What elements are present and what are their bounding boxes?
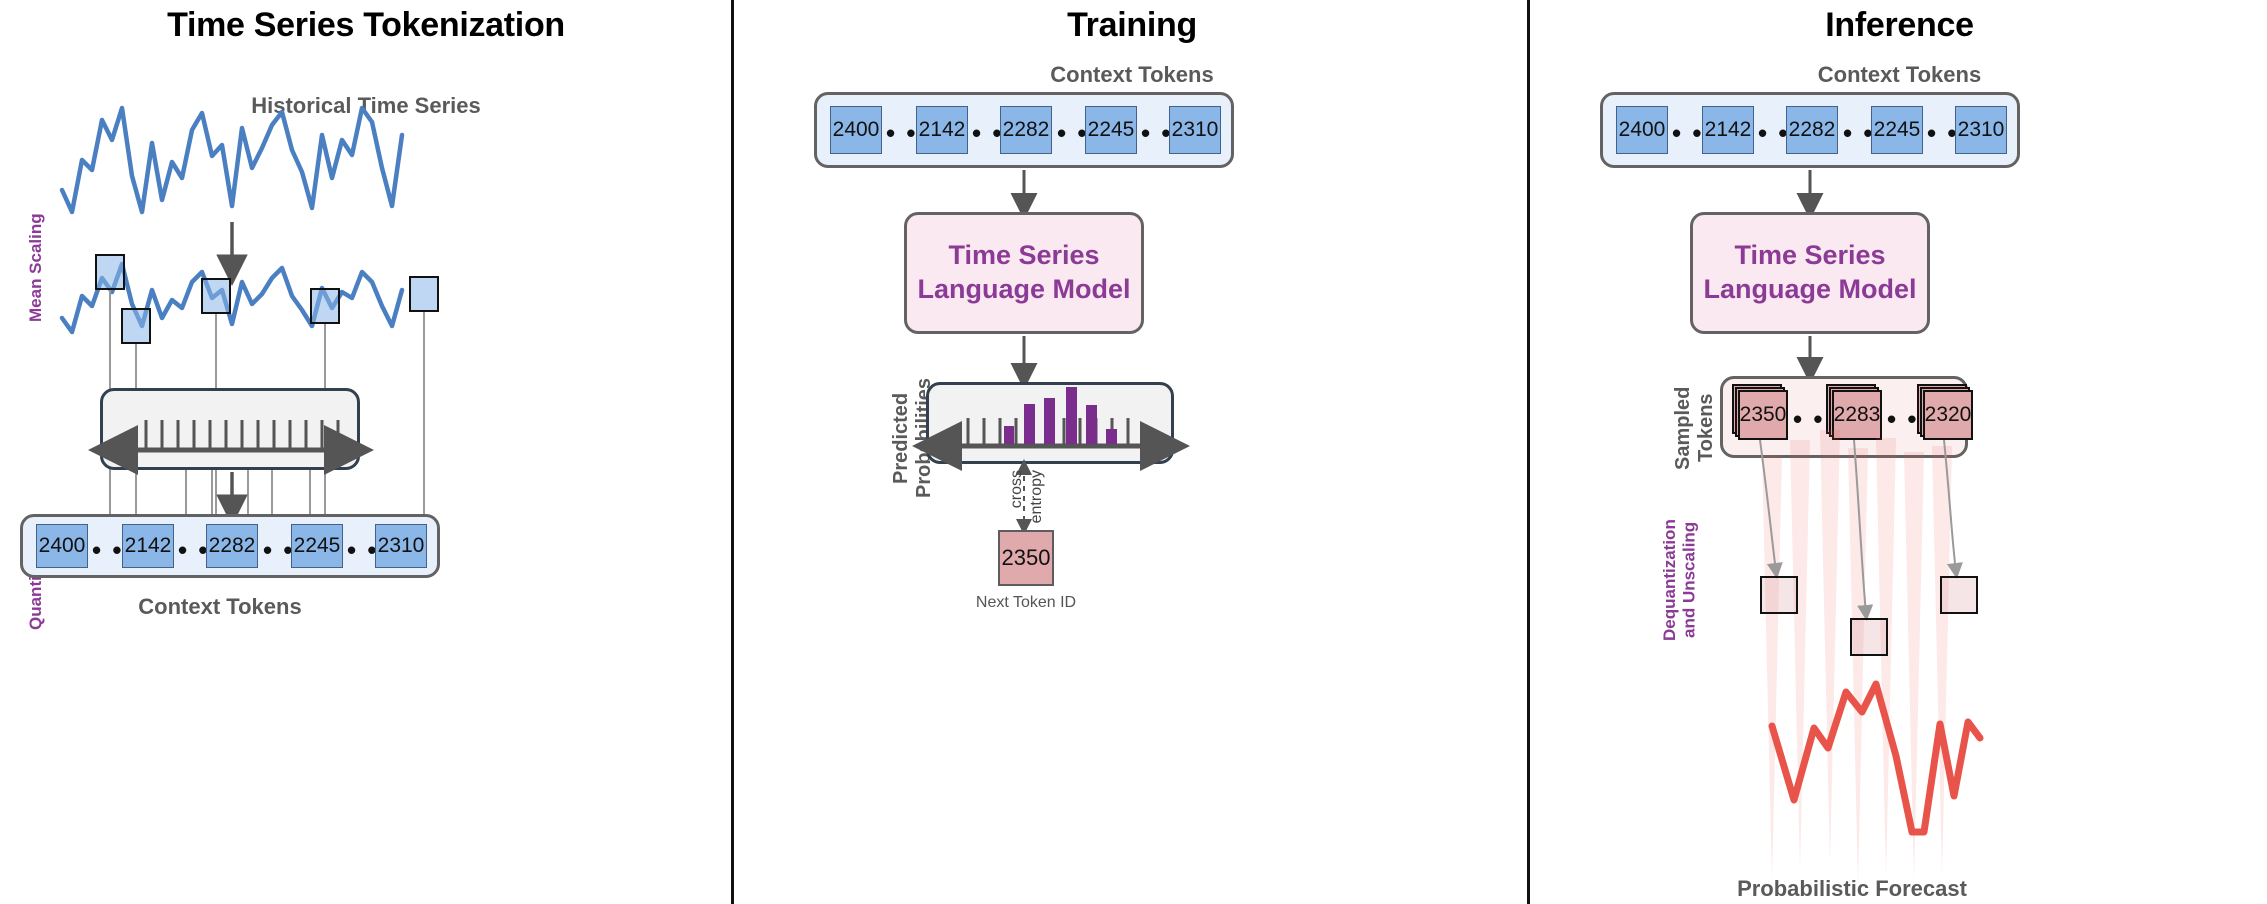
token-box: 2245 [1871, 106, 1923, 154]
time-series-language-model-training: Time Series Language Model [904, 212, 1144, 334]
dequantized-point-1 [1760, 576, 1798, 614]
context-tokens-caption-inference: Context Tokens [1817, 62, 1982, 87]
panel-inference: Inference Context Tokens 2400 • • • 2142… [1532, 0, 2267, 904]
token-box: 2400 [830, 106, 882, 154]
next-token-id-caption: Next Token ID [975, 594, 1077, 611]
panel-divider-1 [731, 0, 734, 904]
arrow-model-to-sampled [1796, 336, 1824, 384]
token-box: 2245 [291, 524, 343, 568]
token-box: 2282 [1000, 106, 1052, 154]
historical-series-chart [59, 105, 405, 215]
token-box: 2142 [1702, 106, 1754, 154]
next-token-id-box: 2350 [998, 530, 1054, 586]
model-label-line2: Language Model [917, 274, 1131, 304]
token-box: 2282 [206, 524, 258, 568]
token-box: 2142 [916, 106, 968, 154]
arrow-mean-scaling [216, 222, 248, 286]
token-box: 2282 [1786, 106, 1838, 154]
arrow-tokens-to-model [1010, 170, 1038, 220]
probabilistic-forecast-chart [1759, 430, 1984, 884]
probabilistic-forecast-caption: Probabilistic Forecast [1737, 876, 1967, 901]
panel-title-inference: Inference [1825, 6, 1974, 44]
arrow-model-to-probs [1010, 336, 1038, 390]
quantize-highlight-4 [310, 288, 340, 324]
arrow-to-tokens [216, 472, 248, 526]
cross-entropy-label-line2: entropy [1028, 470, 1045, 524]
context-tokens-caption-tokenization: Context Tokens [138, 594, 302, 619]
model-label-line1: Time Series [1734, 240, 1886, 271]
sampled-token-box: 2320 [1923, 390, 1973, 440]
panel-tokenization: Time Series Tokenization Historical Time… [0, 0, 732, 904]
token-box: 2142 [122, 524, 174, 568]
model-label-line2: Language Model [1703, 274, 1917, 304]
predicted-probabilities-chart [912, 387, 1190, 471]
time-series-language-model-inference: Time Series Language Model [1690, 212, 1930, 334]
quantize-highlight-3 [201, 278, 231, 314]
sampled-token-box: 2283 [1832, 390, 1882, 440]
panel-divider-2 [1527, 0, 1530, 904]
token-box: 2400 [36, 524, 88, 568]
arrow-tokens-to-model-inference [1796, 170, 1824, 220]
model-label-line1: Time Series [948, 240, 1100, 271]
quantize-highlight-5 [409, 276, 439, 312]
panel-title-tokenization: Time Series Tokenization [167, 6, 565, 44]
context-tokens-box-inference [1600, 92, 2020, 168]
token-box: 2310 [375, 524, 427, 568]
token-box: 2400 [1616, 106, 1668, 154]
token-box: 2245 [1085, 106, 1137, 154]
context-tokens-caption-training: Context Tokens [1050, 62, 1214, 87]
quantize-highlight-1 [95, 254, 125, 290]
cross-entropy-label-line1: cross [1008, 470, 1025, 509]
token-box: 2310 [1955, 106, 2007, 154]
panel-training: Training Context Tokens 2400 • • • 2142 … [736, 0, 1528, 904]
dequantized-point-2 [1850, 618, 1888, 656]
cross-entropy-connector [1016, 459, 1032, 535]
quantize-highlight-2 [121, 308, 151, 344]
token-box: 2310 [1169, 106, 1221, 154]
dequantized-point-3 [1940, 576, 1978, 614]
sampled-token-box: 2350 [1738, 390, 1788, 440]
quantization-axis [88, 420, 374, 475]
panel-title-training: Training [1067, 6, 1197, 44]
